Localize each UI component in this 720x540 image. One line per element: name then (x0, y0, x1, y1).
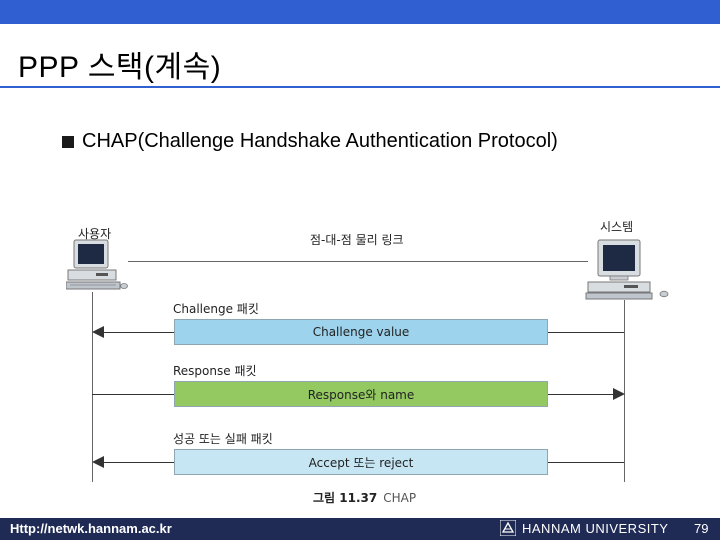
user-computer-icon (66, 238, 128, 292)
user-timeline (92, 292, 93, 482)
figure-number: 그림 11.37 (313, 491, 377, 505)
accept-reject-bar: Accept 또는 reject (174, 449, 548, 475)
challenge-packet-label: Challenge 패킷 (173, 300, 259, 317)
figure-title: CHAP (383, 491, 416, 505)
result-arrow-head-icon (92, 456, 104, 468)
challenge-value-bar: Challenge value (174, 319, 548, 345)
response-packet-label: Response 패킷 (173, 362, 257, 379)
system-label: 시스템 (600, 218, 633, 235)
footer-bar: Http://netwk.hannam.ac.kr HANNAM UNIVERS… (0, 518, 720, 540)
university-logo-icon (500, 520, 516, 536)
page-number: 79 (694, 521, 708, 536)
physical-link-line (128, 261, 588, 262)
response-name-bar: Response와 name (174, 381, 548, 407)
response-arrow-head-icon (613, 388, 625, 400)
university-name: HANNAM UNIVERSITY (522, 521, 668, 536)
link-label: 점-대-점 물리 링크 (310, 231, 404, 248)
challenge-arrow-head-icon (92, 326, 104, 338)
system-computer-icon (584, 238, 674, 300)
footer-url-link[interactable]: Http://netwk.hannam.ac.kr (10, 521, 172, 536)
figure-caption: 그림 11.37 CHAP (313, 489, 416, 506)
result-packet-label: 성공 또는 실패 패킷 (173, 430, 273, 447)
